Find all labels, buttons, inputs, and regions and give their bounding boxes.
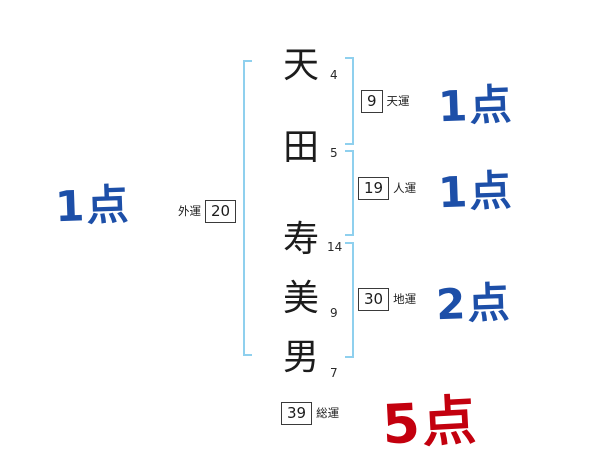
heaven-luck-label: 天運: [386, 94, 410, 109]
earth-luck-fortune: 30 地運: [358, 288, 416, 311]
outer-luck-bracket: [243, 60, 252, 356]
heaven-luck-fortune: 9 天運: [361, 90, 410, 113]
name-character-3: 寿: [283, 219, 320, 260]
heaven-luck-score: 1点: [437, 79, 515, 132]
name-character-5: 男: [283, 337, 320, 378]
stroke-count-2: 5: [330, 146, 338, 160]
total-luck-fortune: 39 総運: [281, 402, 339, 425]
name-character-1: 天: [283, 45, 320, 86]
stroke-count-1: 4: [330, 68, 338, 82]
person-luck-bracket: [345, 150, 354, 236]
person-luck-value: 19: [358, 177, 390, 200]
person-luck-label: 人運: [393, 181, 417, 196]
stroke-count-3: 14: [327, 240, 343, 254]
total-luck-score: 5点: [380, 388, 480, 457]
person-luck-fortune: 19 人運: [358, 177, 416, 200]
name-character-4: 美: [283, 278, 320, 319]
earth-luck-label: 地運: [393, 292, 417, 307]
total-luck-value: 39: [281, 402, 313, 425]
earth-luck-bracket: [345, 242, 354, 358]
outer-luck-value: 20: [205, 200, 237, 223]
outer-luck-label: 外運: [178, 204, 201, 219]
total-luck-label: 総運: [316, 406, 340, 421]
heaven-luck-value: 9: [361, 90, 383, 113]
person-luck-score: 1点: [437, 165, 515, 218]
outer-luck-fortune: 外運 20: [178, 200, 237, 223]
stroke-count-5: 7: [330, 366, 338, 380]
outer-luck-score: 1点: [54, 179, 132, 232]
name-character-2: 田: [283, 127, 320, 168]
earth-luck-value: 30: [358, 288, 390, 311]
stroke-count-4: 9: [330, 306, 338, 320]
heaven-luck-bracket: [345, 57, 354, 145]
earth-luck-score: 2点: [435, 277, 513, 330]
